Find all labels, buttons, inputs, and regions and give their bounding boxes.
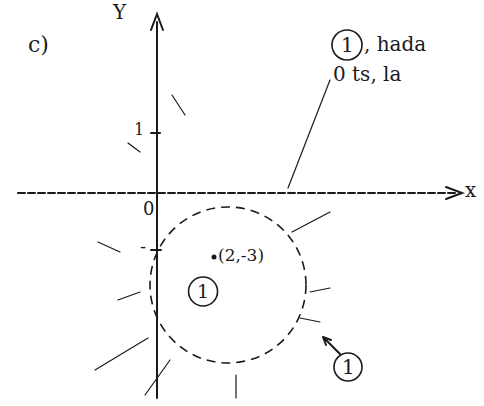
callout-number: 1	[341, 35, 354, 55]
callout-number: 1	[197, 282, 209, 301]
axis-label: c)	[28, 34, 49, 56]
y-axis	[156, 22, 158, 398]
axis-label: 0	[143, 200, 154, 218]
pointer-arrow	[323, 337, 340, 354]
circled-number	[334, 353, 362, 381]
callout-number: 1	[342, 357, 355, 377]
axis-label: -	[140, 238, 146, 256]
axis-label: x	[465, 180, 476, 200]
axis-arrow	[151, 14, 163, 30]
tick-mark	[151, 132, 160, 134]
tick-mark	[151, 249, 161, 251]
axis-arrow	[446, 187, 462, 199]
point-label: (2,-3)	[218, 247, 264, 264]
axis-label: Y	[113, 2, 126, 22]
x-axis	[18, 192, 458, 194]
leader-lines	[95, 80, 330, 398]
circle-outline	[148, 205, 308, 365]
dashed-circle: (2,-3) 1	[148, 205, 308, 365]
axis-label: , hada	[364, 34, 426, 54]
circled-number	[332, 30, 362, 60]
axis-label: 0 ts, la	[333, 64, 401, 84]
axis-label: 1	[134, 122, 144, 138]
